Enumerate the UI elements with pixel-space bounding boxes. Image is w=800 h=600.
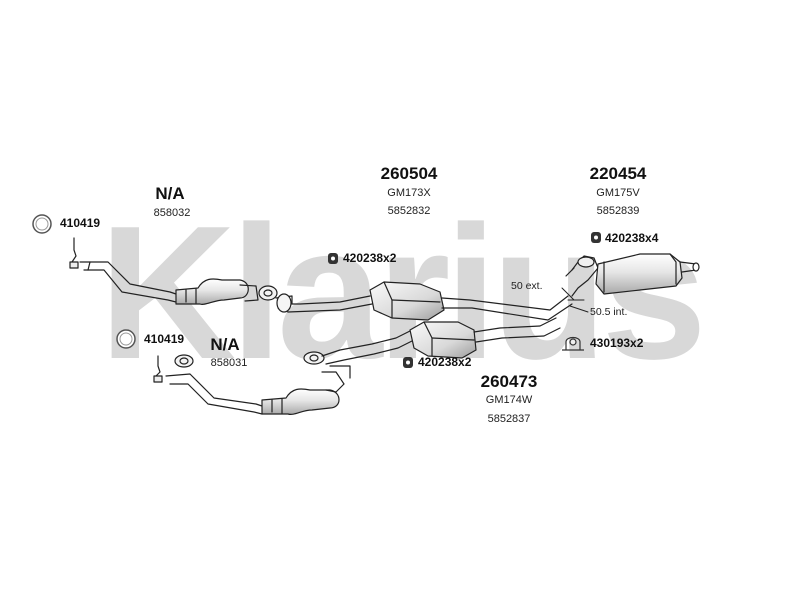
lower-silencer-assembly — [303, 317, 561, 393]
rubber-mount-icon — [403, 357, 413, 368]
rear-box-code: 5852839 — [596, 205, 640, 217]
lower-box-model: GM174W — [485, 394, 533, 406]
clamp-icon — [562, 336, 584, 351]
rubber-mount-icon — [591, 232, 601, 243]
lower-box-part: 260473 — [480, 372, 538, 391]
rear-silencer-assembly — [561, 253, 700, 313]
front-box-code: 5852832 — [387, 205, 431, 217]
upper-cat-code: 858032 — [153, 207, 191, 219]
upper-cat-part: N/A — [155, 184, 185, 203]
lower-box-code: 5852837 — [487, 413, 531, 425]
lower-cat-part: N/A — [210, 335, 240, 354]
rubber-mount-icon — [328, 253, 338, 264]
clamp-part: 430193x2 — [590, 336, 644, 350]
rear-box-part: 220454 — [589, 164, 647, 183]
rear-box-model: GM175V — [596, 187, 640, 199]
seal-ring-icon — [116, 329, 136, 349]
upper-catalyst-assembly — [69, 237, 278, 306]
dimension-int-label: 50.5 int. — [590, 306, 628, 318]
upper-seal-part: 410419 — [60, 216, 101, 230]
mount-rear-part: 420238x4 — [605, 231, 659, 245]
front-box-model: GM173X — [387, 187, 431, 199]
mount-front-part: 420238x2 — [343, 251, 397, 265]
front-box-part: 260504 — [380, 164, 438, 183]
seal-ring-icon — [32, 214, 52, 234]
lower-seal-part: 410419 — [144, 332, 185, 346]
lower-catalyst-assembly — [153, 354, 340, 416]
mount-lower-part: 420238x2 — [418, 355, 472, 369]
lower-cat-code: 858031 — [210, 357, 248, 369]
front-silencer-assembly — [275, 281, 573, 321]
dimension-ext-label: 50 ext. — [511, 280, 543, 292]
